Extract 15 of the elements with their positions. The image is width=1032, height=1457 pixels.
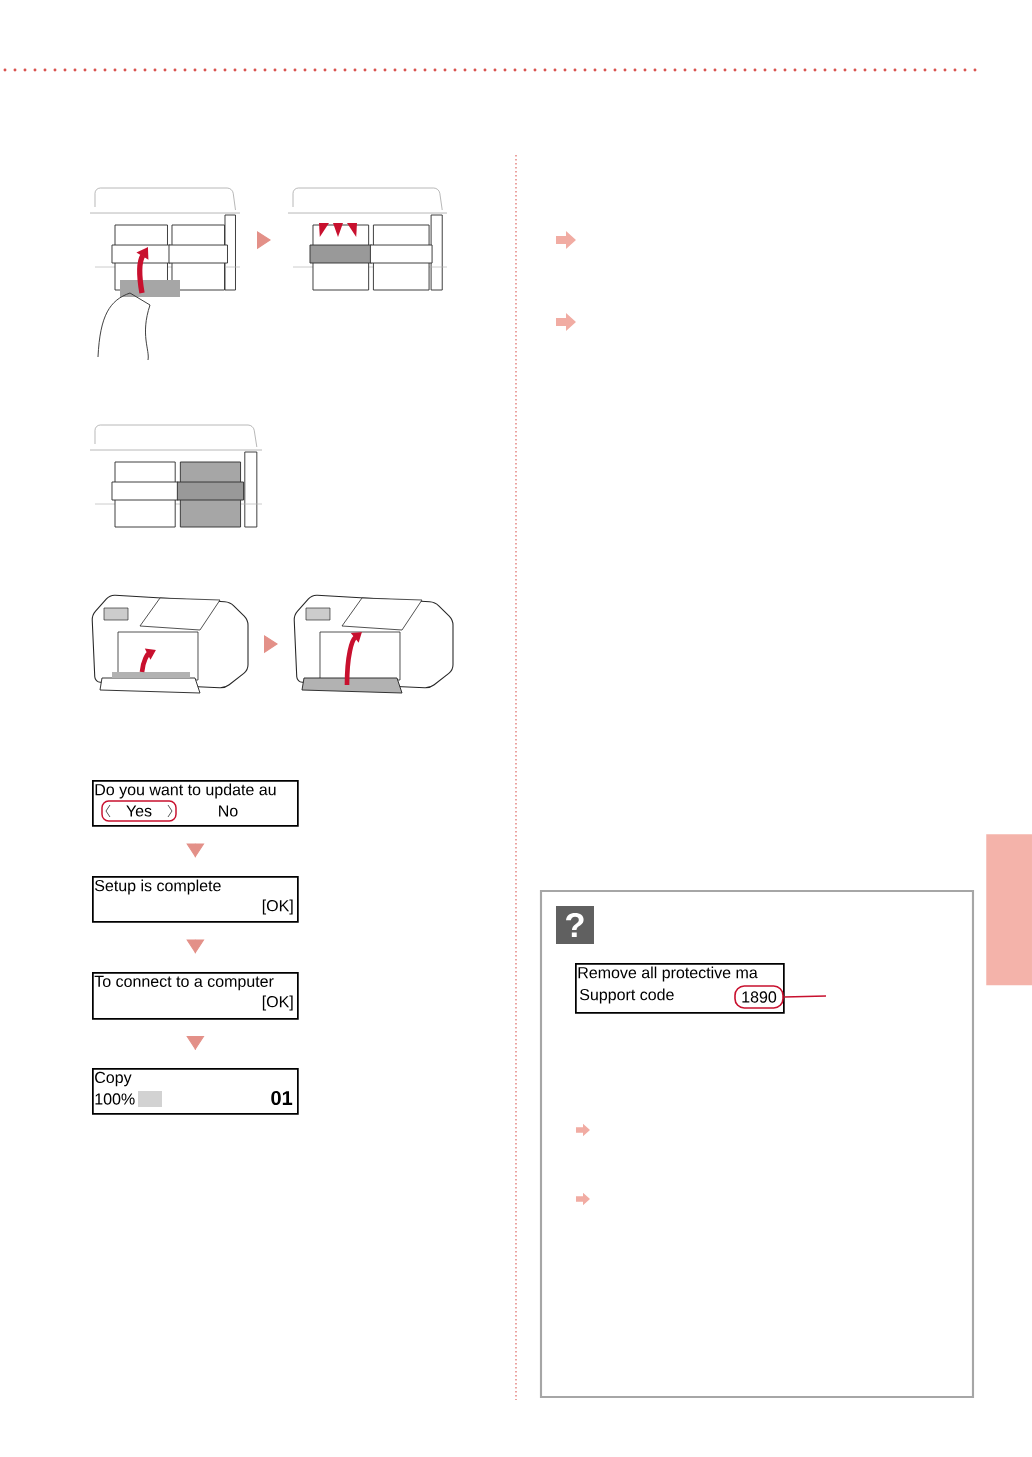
cartridge-drawing bbox=[89, 424, 263, 528]
support-code: 1890 bbox=[734, 985, 784, 1009]
cartridge-drawing bbox=[287, 187, 448, 291]
printer-drawing bbox=[293, 594, 454, 694]
flow-arrow bbox=[186, 1035, 205, 1051]
lcd-screen: Copy 100% 01 bbox=[92, 1068, 299, 1115]
flow-arrow bbox=[186, 939, 205, 954]
leader-line bbox=[783, 995, 827, 998]
lcd-screen: Setup is complete [OK] bbox=[92, 876, 299, 923]
lcd-screen: To connect to a computer [OK] bbox=[92, 972, 299, 1020]
lcd-screen: Do you want to update au Yes No bbox=[92, 780, 299, 827]
flow-arrow bbox=[186, 843, 205, 858]
side-tab bbox=[986, 834, 1032, 986]
printer-drawing bbox=[91, 594, 249, 694]
cartridge-drawing bbox=[89, 187, 241, 361]
